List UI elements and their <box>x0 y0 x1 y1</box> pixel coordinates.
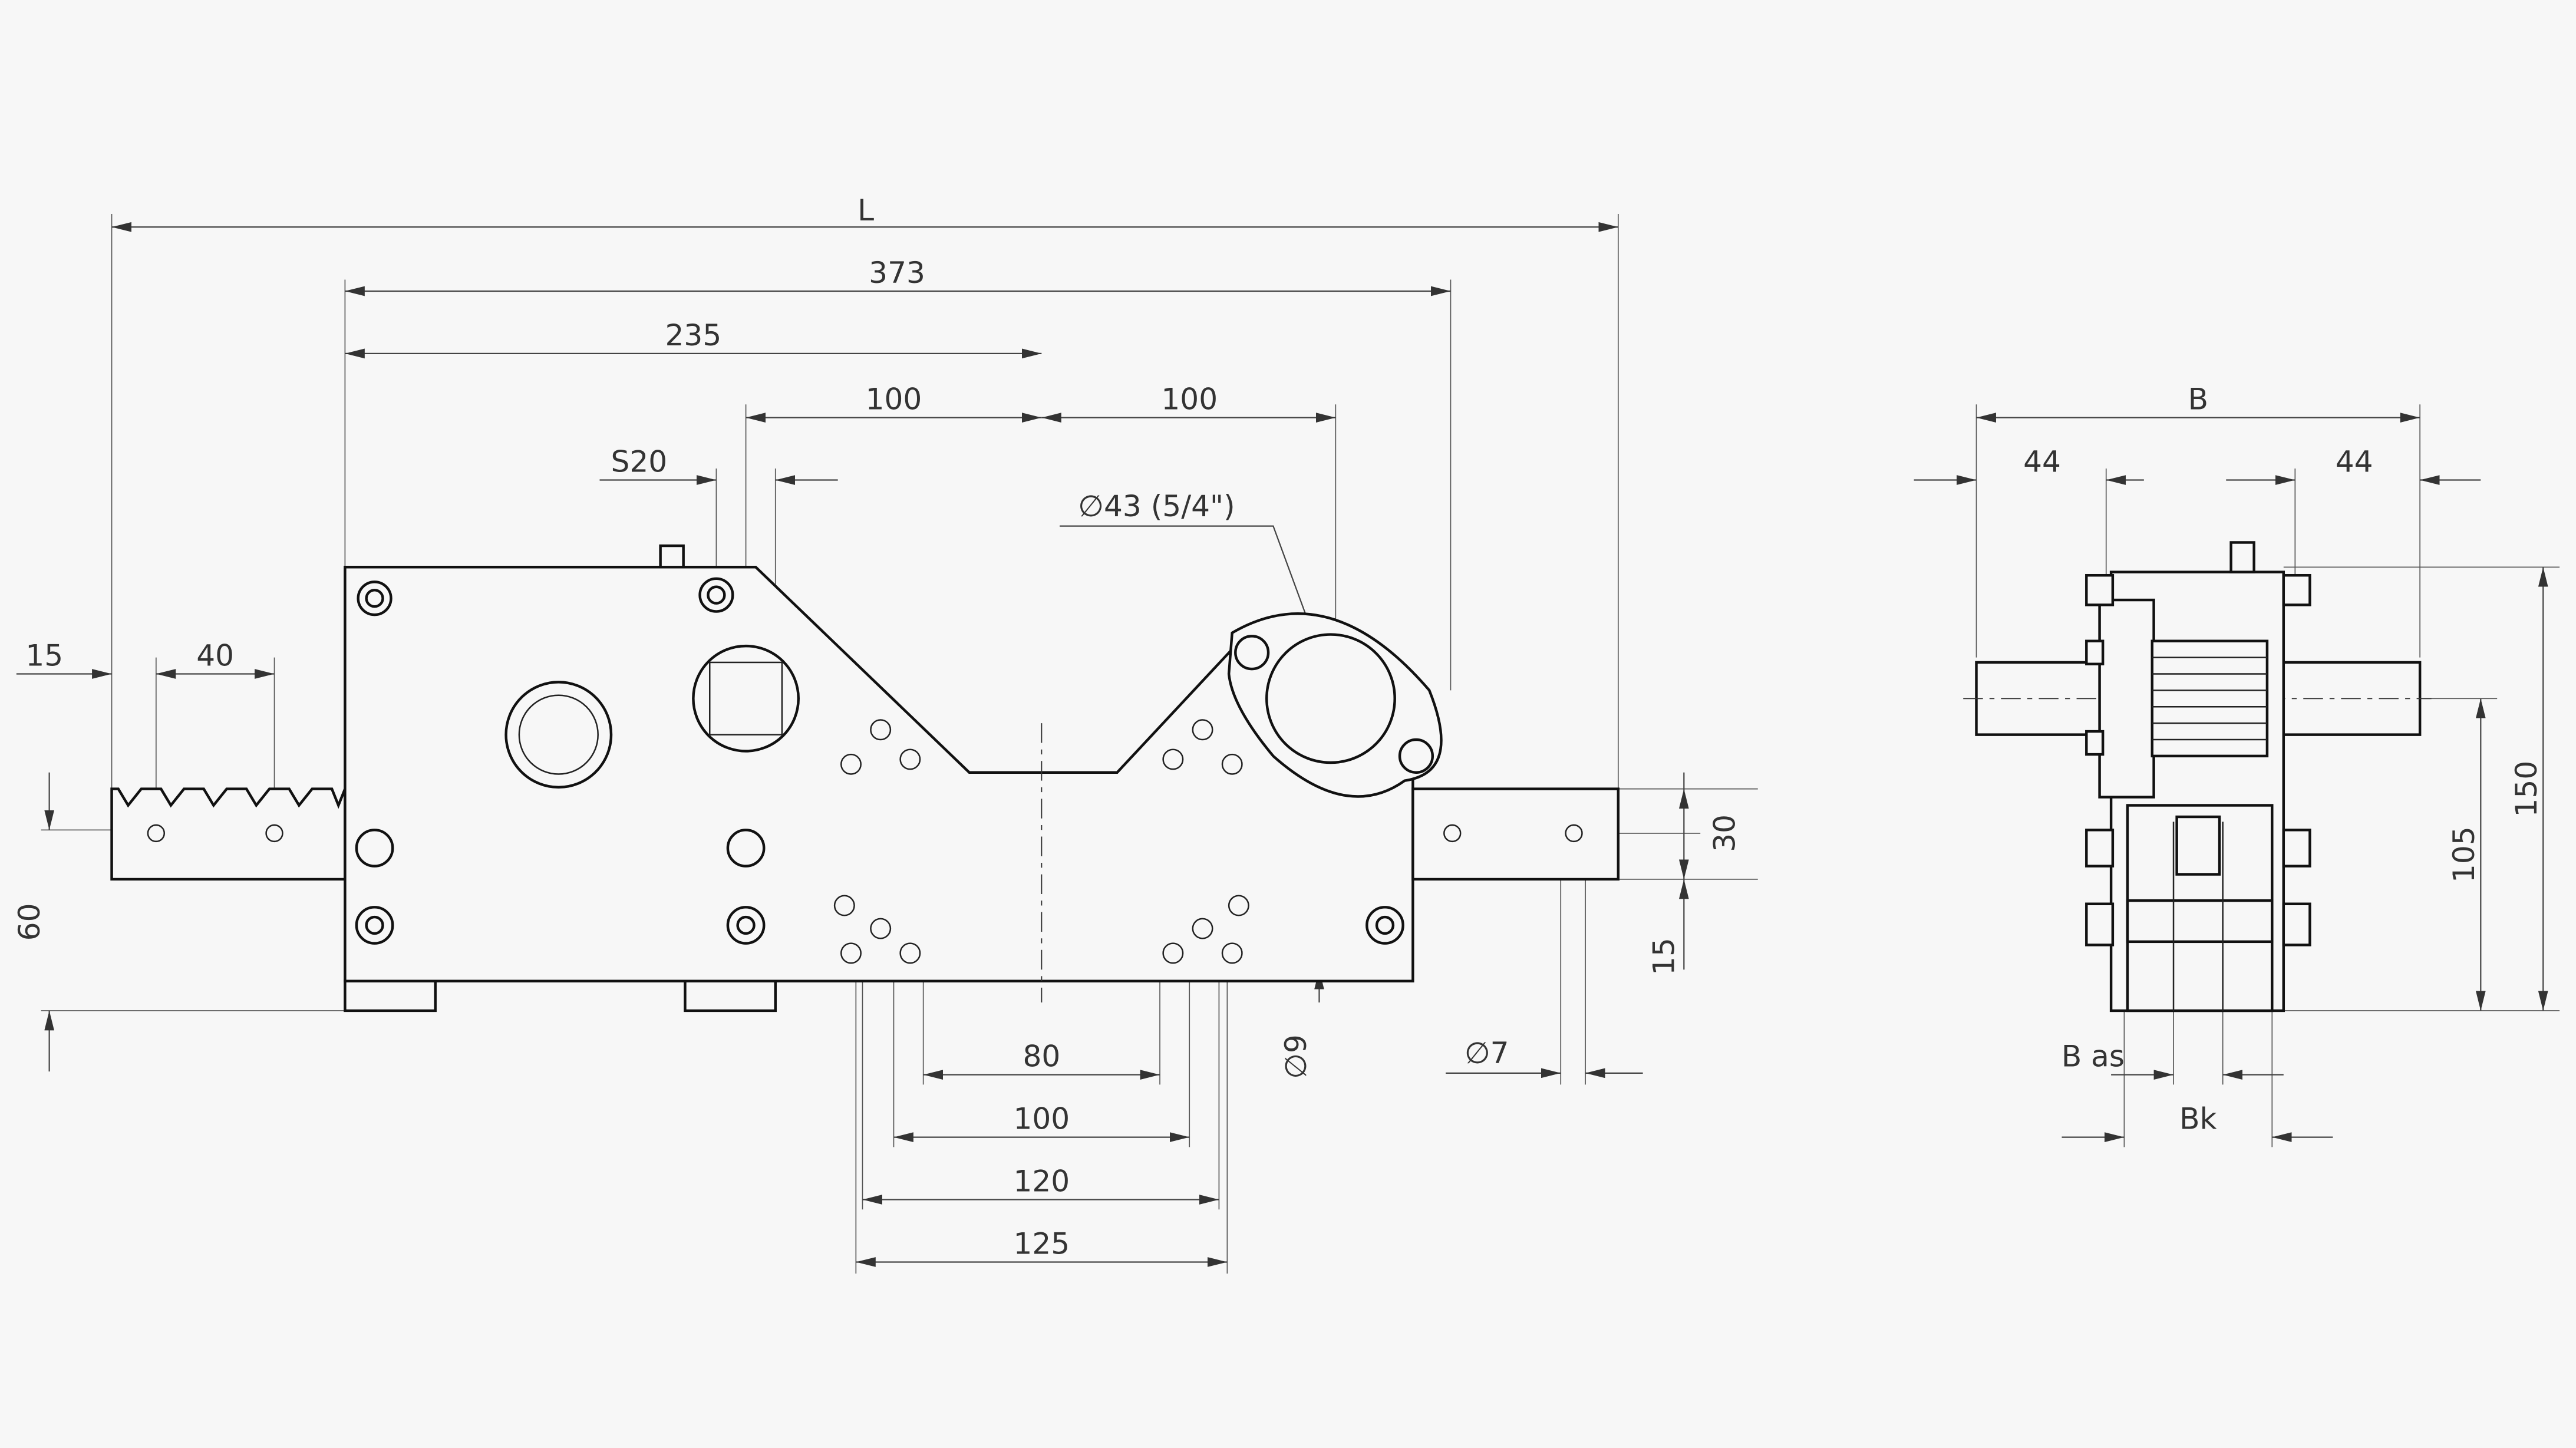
bolts <box>355 544 1404 945</box>
dim-15-plate-label: 15 <box>1647 938 1681 975</box>
dim-150-label: 150 <box>2509 761 2544 817</box>
dim-373-label: 373 <box>869 255 925 290</box>
dim-S20-label: S20 <box>611 444 668 479</box>
hex-shaft <box>692 644 800 753</box>
shaft-bore <box>504 681 613 789</box>
dim-100-right-label: 100 <box>1161 382 1218 417</box>
dim-120-label: 120 <box>1013 1164 1070 1199</box>
dim-125-label: 125 <box>1013 1226 1070 1261</box>
dim-L-label: L <box>857 193 874 227</box>
dim-40-pitch-label: 40 <box>196 638 234 673</box>
dim-235-label: 235 <box>665 318 722 352</box>
dim-30-label: 30 <box>1707 814 1742 852</box>
dim-44-left-label: 44 <box>2023 444 2061 479</box>
dim-dia43-label: ∅43 (5/4") <box>1078 489 1235 523</box>
dim-100-bottom-label: 100 <box>1013 1101 1070 1136</box>
holes <box>147 719 1583 964</box>
dim-dia7-label: ∅7 <box>1465 1035 1509 1070</box>
dim-B-label: B <box>2188 382 2208 417</box>
dim-44-right-label: 44 <box>2336 444 2373 479</box>
dim-15-rack-label: 15 <box>25 638 63 673</box>
dim-80-label: 80 <box>1023 1039 1060 1074</box>
feet <box>344 979 777 1012</box>
dim-B-as-label: B as <box>2062 1039 2125 1074</box>
side-view-gearbox <box>1963 541 2432 1012</box>
dimension-lines <box>16 222 2548 1267</box>
dim-60-label: 60 <box>12 903 47 941</box>
dim-105-label: 105 <box>2446 826 2481 883</box>
dim-100-left-label: 100 <box>866 382 922 417</box>
mount-plate <box>1411 787 1620 881</box>
dim-Bk-label: Bk <box>2179 1101 2217 1136</box>
rack <box>110 787 347 881</box>
dim-dia9-label: ∅9 <box>1278 1034 1313 1079</box>
front-view-gearbox <box>110 544 1620 1012</box>
